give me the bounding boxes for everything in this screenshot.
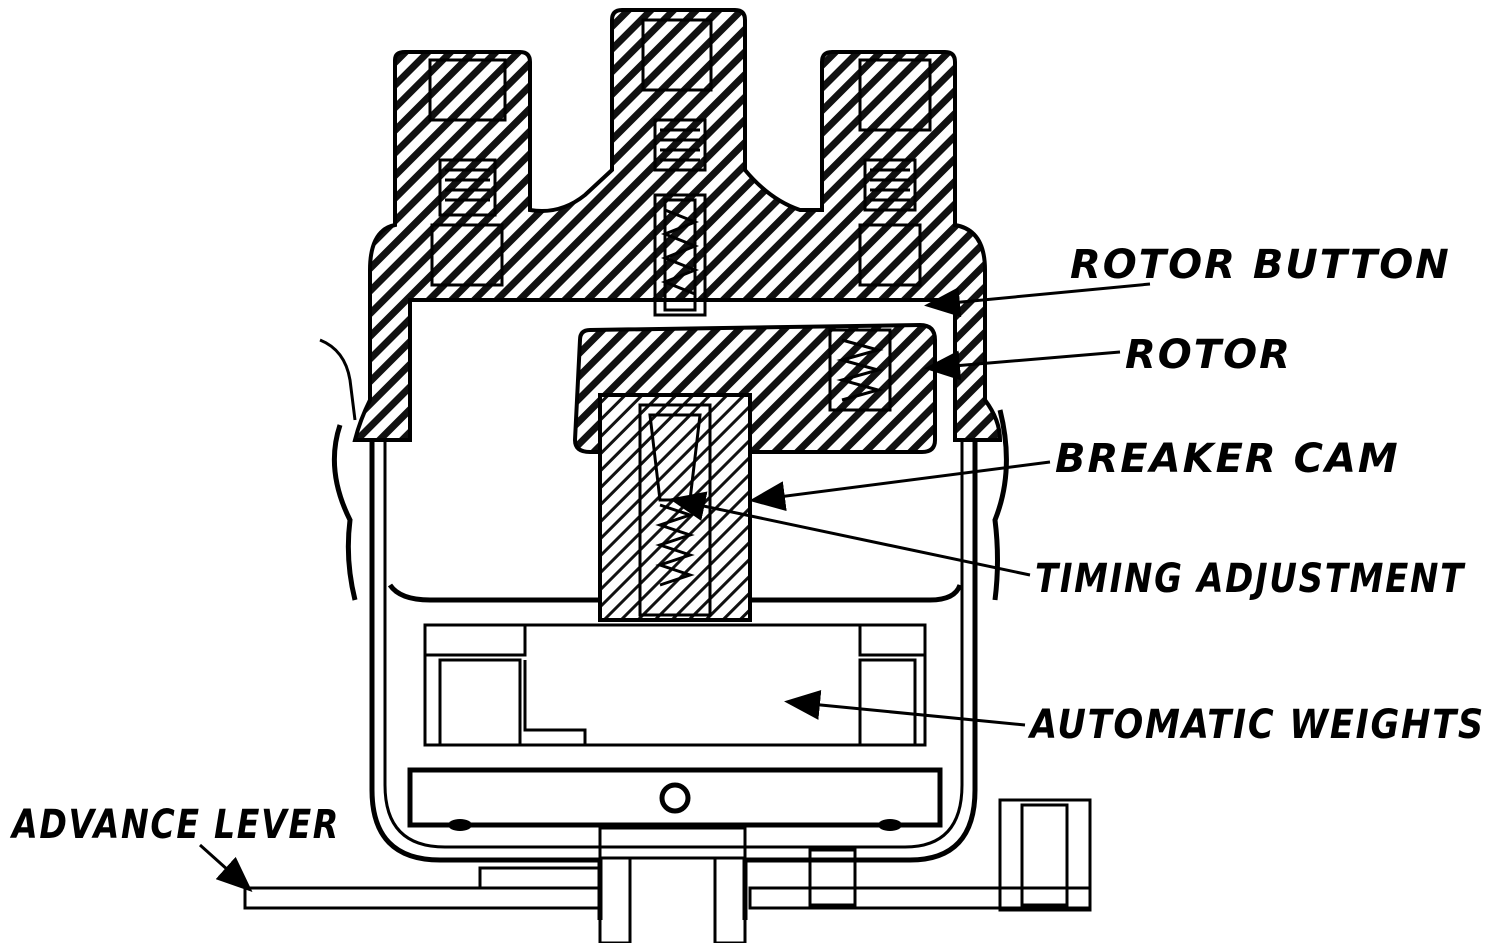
breaker-cam xyxy=(598,393,752,622)
distributor-cap xyxy=(352,8,1003,442)
automatic-weights xyxy=(423,623,927,747)
terminal-screw-center xyxy=(653,118,707,172)
terminal-screw-right xyxy=(863,158,917,212)
rotor-label: ROTOR xyxy=(1125,332,1292,378)
breaker-cam-label: BREAKER CAM xyxy=(1055,436,1400,482)
terminal-screw-left xyxy=(438,158,497,217)
automatic-weights-label: AUTOMATIC WEIGHTS xyxy=(1027,702,1485,748)
timing-adjustment-label: TIMING ADJUSTMENT xyxy=(1035,556,1466,602)
center-spring xyxy=(653,193,707,317)
advance-lever xyxy=(243,798,1092,912)
weight-base-plate xyxy=(407,767,943,831)
rotor xyxy=(572,322,937,454)
advance-lever-label: ADVANCE LEVER xyxy=(10,802,340,848)
rotor-button-label: ROTOR BUTTON xyxy=(1070,242,1451,288)
distributor-housing xyxy=(369,440,978,920)
